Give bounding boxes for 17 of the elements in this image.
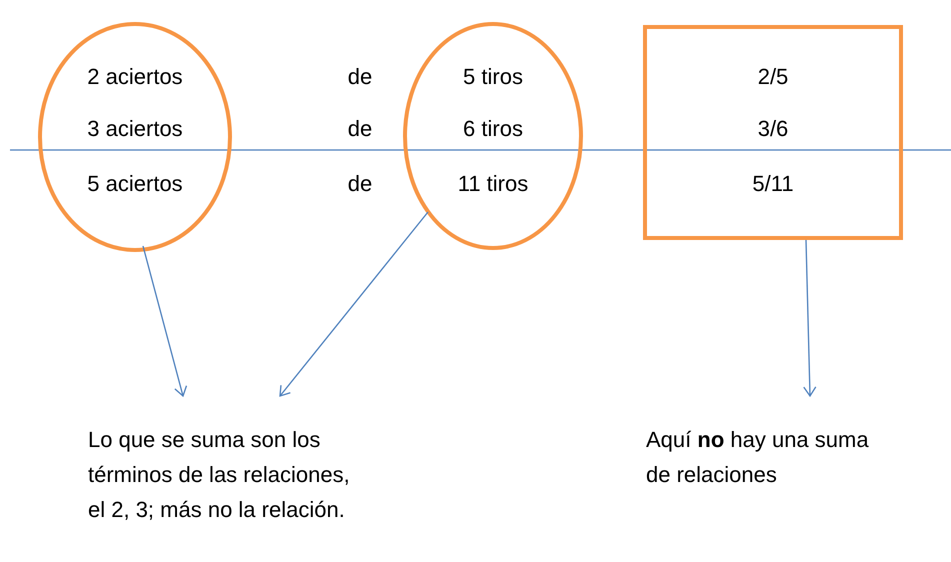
row-text: 5 aciertos xyxy=(86,171,184,197)
row-text: 6 tiros xyxy=(462,116,524,142)
row-text: 3 aciertos xyxy=(86,116,184,142)
row-text: 2/5 xyxy=(756,64,790,90)
connector-word: de xyxy=(346,171,374,197)
row-text: 3/6 xyxy=(756,116,790,142)
row-text: 2 aciertos xyxy=(86,64,184,90)
connector-word: de xyxy=(346,116,374,142)
row-text: 11 tiros xyxy=(456,171,530,197)
note-text: Aquí no hay una suma de relaciones xyxy=(646,426,870,489)
connector-word: de xyxy=(346,64,374,90)
arrow xyxy=(142,246,188,397)
row-text: 5 tiros xyxy=(462,64,524,90)
row-text: 5/11 xyxy=(751,171,795,197)
arrow xyxy=(279,212,428,397)
note-text: Lo que se suma son los términos de las relaciones, el 2, 3; más no la relación. xyxy=(88,426,350,524)
arrow xyxy=(803,240,816,397)
